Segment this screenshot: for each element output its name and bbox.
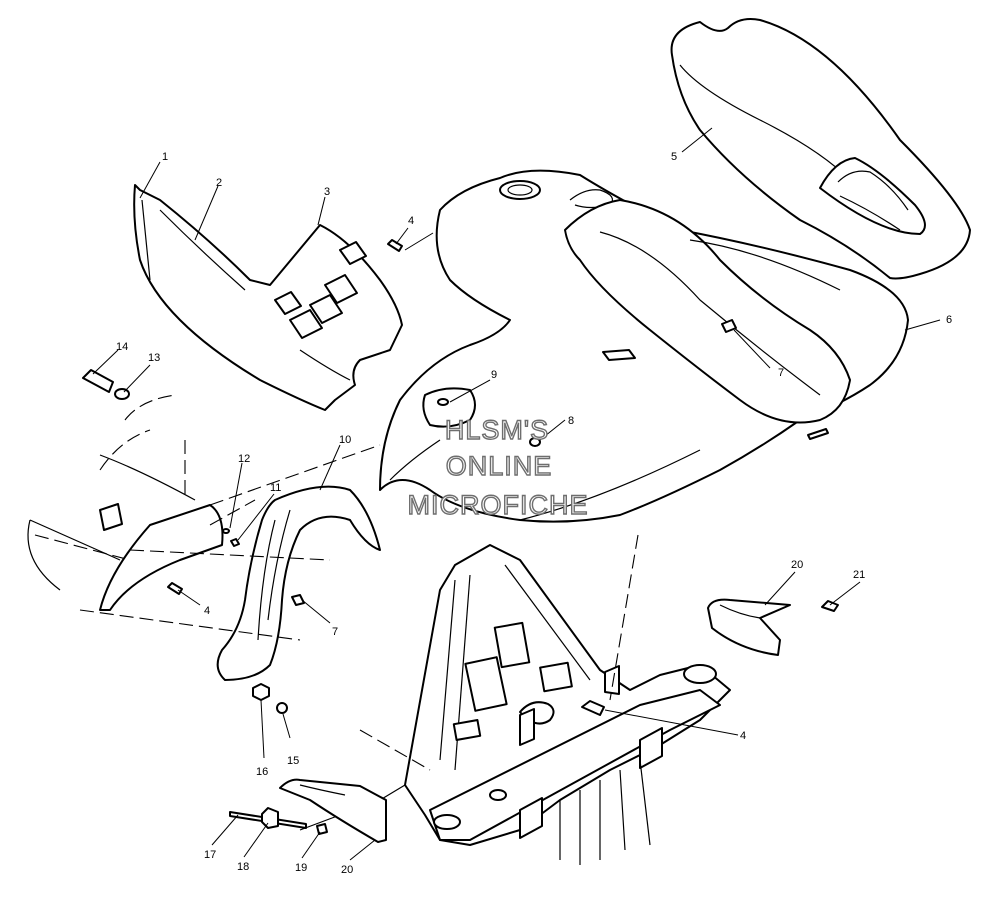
callout-15: 15	[287, 755, 299, 767]
callout-2: 2	[216, 177, 222, 189]
seat-part-5	[670, 18, 971, 280]
frame-assembly	[299, 544, 731, 865]
fasteners	[82, 239, 839, 835]
callout-20-right: 20	[791, 559, 803, 571]
callout-17: 17	[204, 849, 216, 861]
callout-12: 12	[238, 453, 250, 465]
fender-part-6	[379, 169, 909, 523]
callout-13: 13	[148, 352, 160, 364]
callout-1: 1	[162, 151, 168, 163]
splash-guard-part-10	[216, 485, 381, 681]
callout-7-right: 7	[778, 367, 784, 379]
callout-9: 9	[491, 369, 497, 381]
callout-4-right: 4	[740, 730, 746, 742]
watermark: HLSM'S ONLINE MICROFICHE	[407, 414, 589, 520]
callout-10: 10	[339, 434, 351, 446]
side-panel-parts-1-3	[133, 184, 403, 411]
callout-4-left: 4	[204, 605, 210, 617]
callout-labels: 1 2 3 4 5 6 7 8 9 10 11 12 13 14 7 4 15 …	[116, 151, 952, 876]
bracket-part-20-lower	[279, 778, 387, 843]
bracket-part-20-right	[707, 598, 791, 656]
watermark-line-1: HLSM'S	[445, 415, 549, 445]
callout-7-left: 7	[332, 626, 338, 638]
callout-20-lower: 20	[341, 864, 353, 876]
callout-4-top: 4	[408, 215, 414, 227]
callout-3: 3	[324, 186, 330, 198]
callout-21: 21	[853, 569, 865, 581]
callout-19: 19	[295, 862, 307, 874]
footrest-left	[27, 394, 224, 611]
watermark-line-3: MICROFICHE	[408, 490, 589, 520]
callout-8: 8	[568, 415, 574, 427]
leader-lines	[92, 127, 941, 861]
callout-16: 16	[256, 766, 268, 778]
callout-18: 18	[237, 861, 249, 873]
callout-14: 14	[116, 341, 128, 353]
callout-11: 11	[270, 482, 281, 494]
callout-5: 5	[671, 151, 677, 163]
watermark-line-2: ONLINE	[446, 451, 553, 481]
callout-6: 6	[946, 314, 952, 326]
